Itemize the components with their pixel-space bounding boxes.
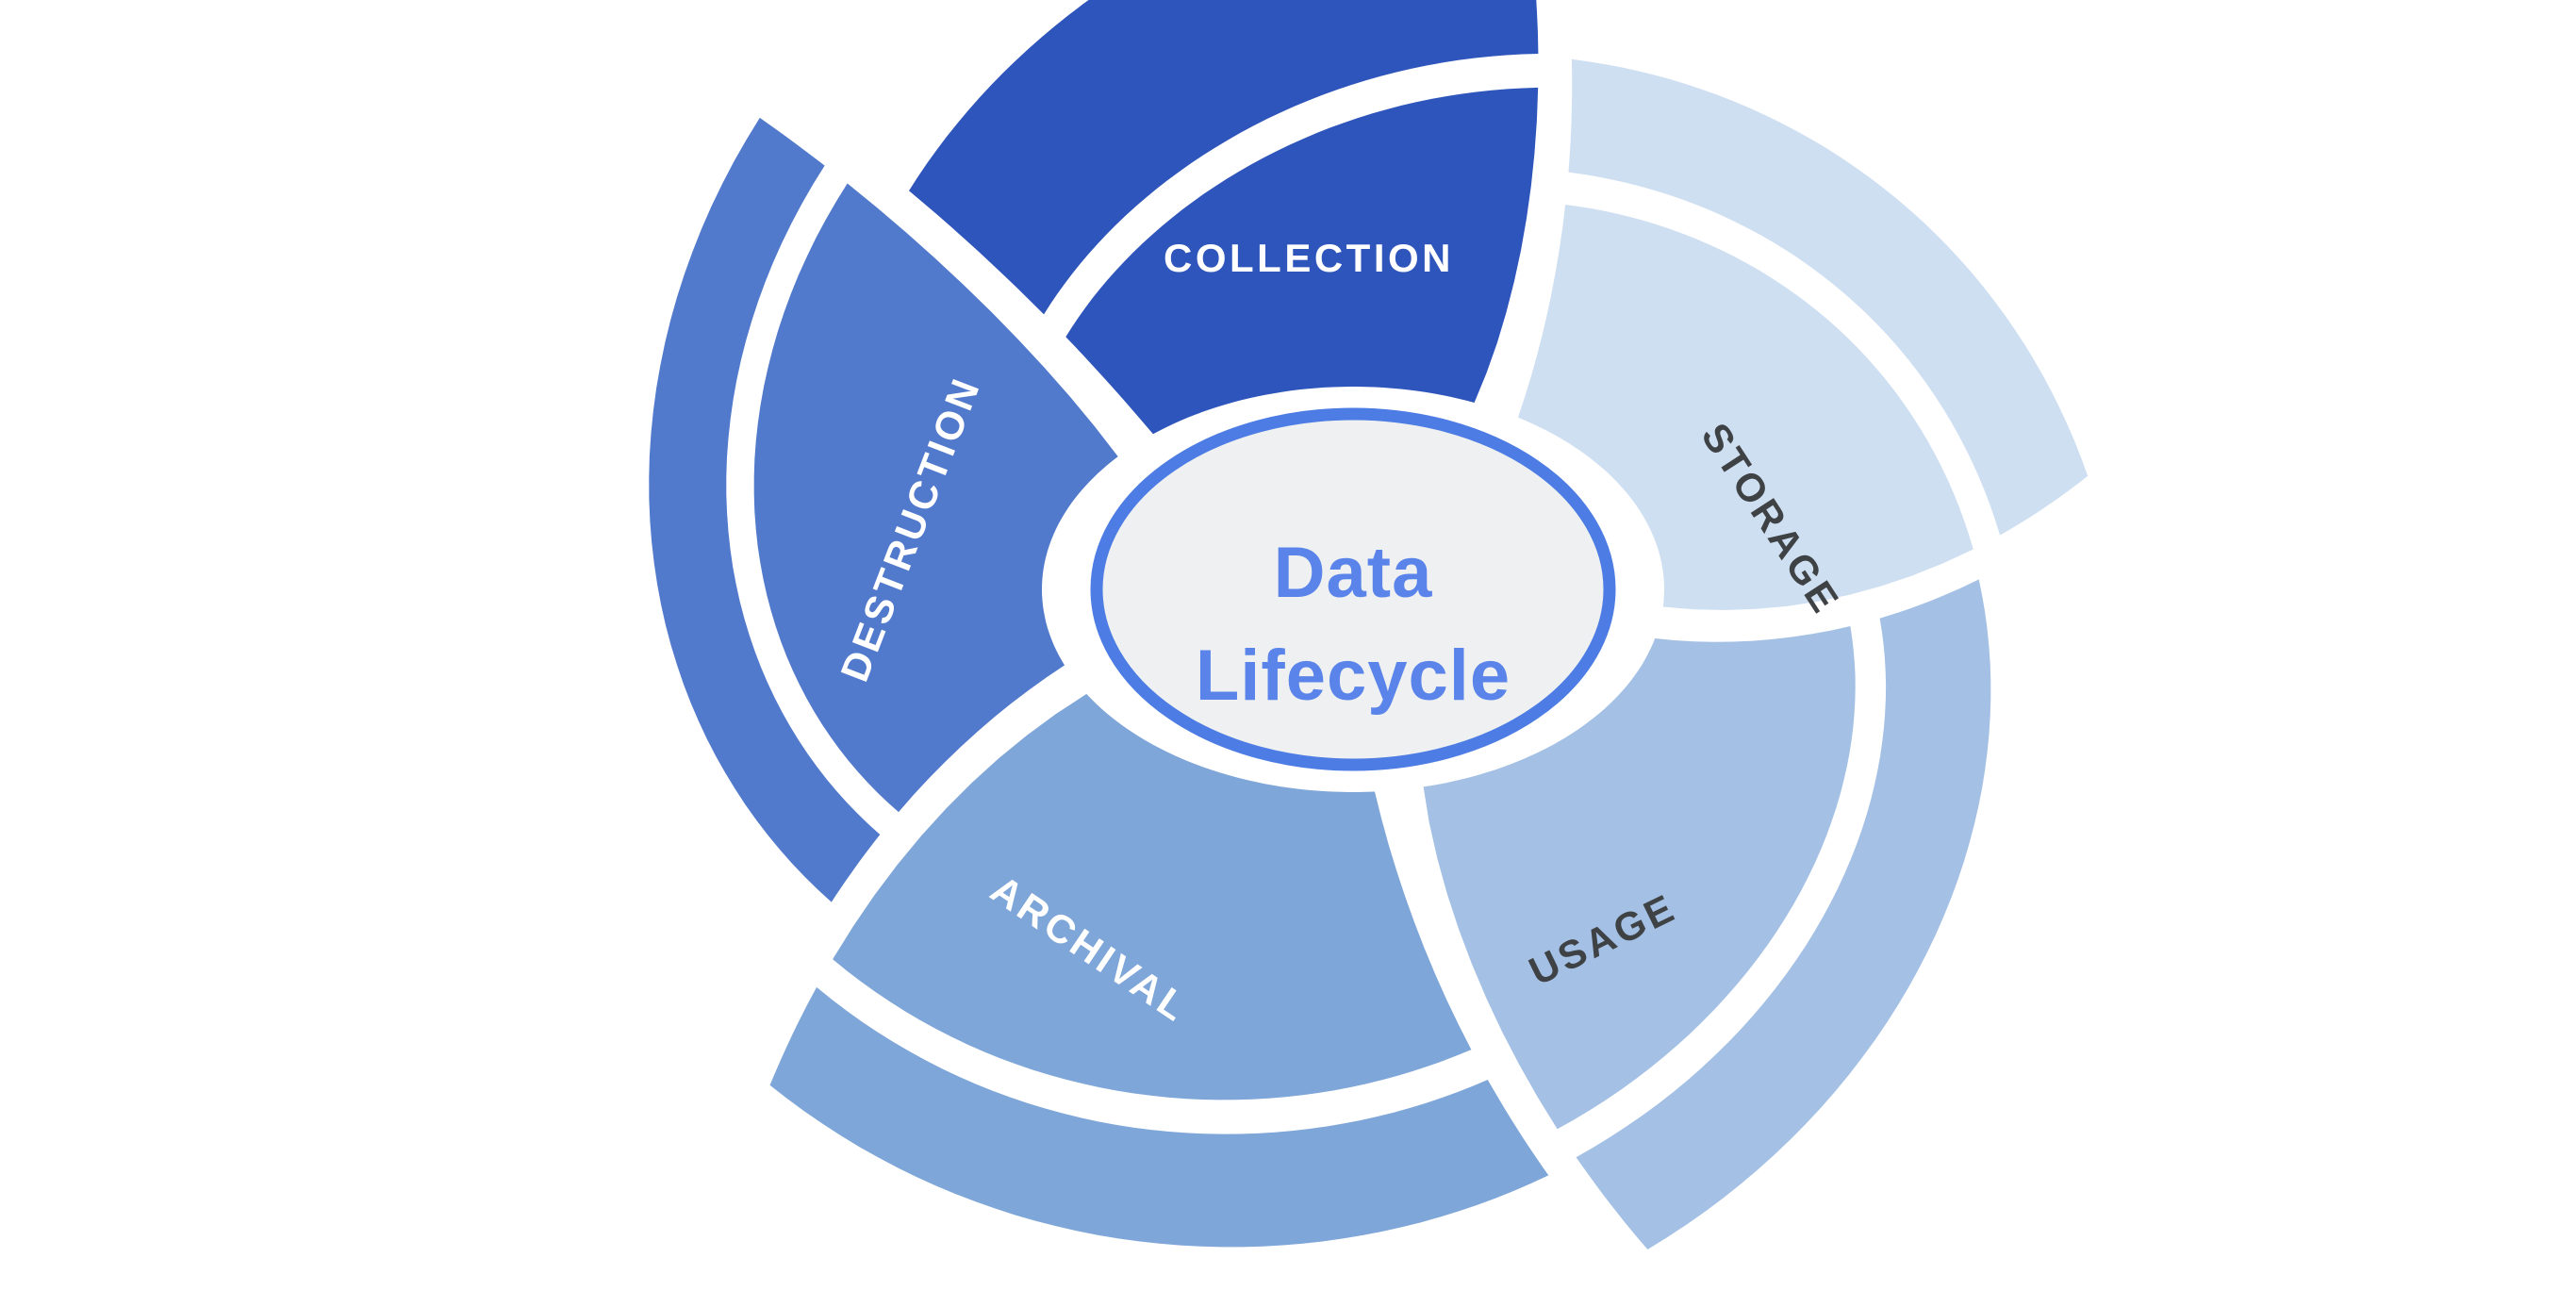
center-hub-disc	[1090, 407, 1616, 771]
petal-storage-outer-band	[1568, 58, 2089, 536]
petal-destruction-inner-band	[753, 183, 1118, 813]
hub-title-line1: Data	[1274, 533, 1433, 613]
petal-usage-inner-band	[1423, 626, 1856, 1130]
stage-petal-layer	[649, 0, 2089, 1249]
petal-usage-outer-band	[1576, 579, 1991, 1249]
petal-collection-inner-band	[1065, 87, 1539, 435]
petal-destruction-outer-band	[649, 117, 881, 902]
stage-label-collection: COLLECTION	[1164, 236, 1454, 280]
hub-title-line2: Lifecycle	[1196, 636, 1511, 716]
petal-archival-inner-band	[833, 693, 1472, 1100]
petal-storage-inner-band	[1517, 205, 1973, 610]
petal-collection-outer-band	[909, 0, 1539, 315]
petal-archival-outer-band	[769, 986, 1549, 1248]
